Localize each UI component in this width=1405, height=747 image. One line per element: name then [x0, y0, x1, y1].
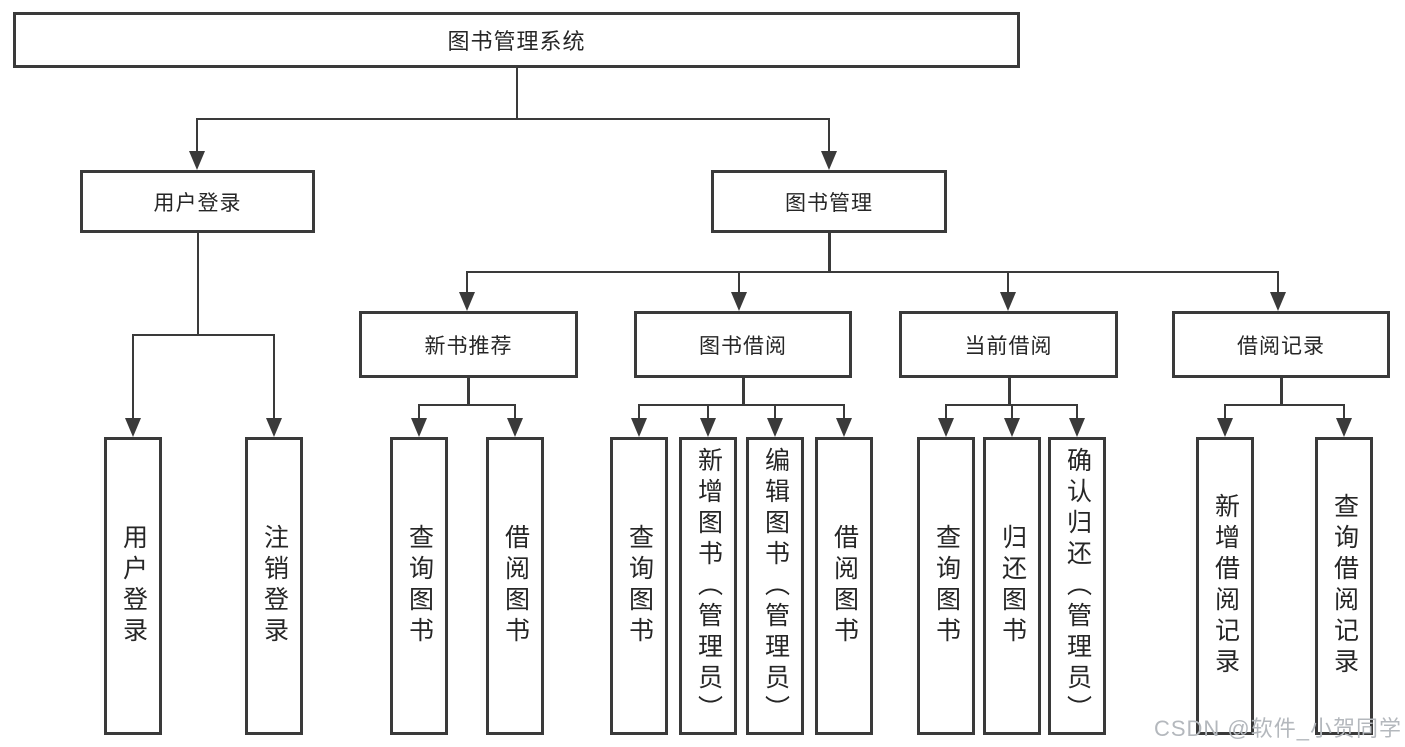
arrow-down-icon — [124, 334, 142, 437]
connector-line — [639, 403, 845, 406]
node-book-borrow: 图书借阅 — [634, 311, 852, 378]
leaf-logout: 注销登录 — [245, 437, 303, 735]
arrow-down-icon — [458, 272, 476, 311]
arrow-down-icon — [699, 404, 717, 437]
leaf-records-add-record-label: 新增借阅记录 — [1211, 493, 1240, 679]
connector-line — [467, 378, 470, 405]
node-root: 图书管理系统 — [13, 12, 1020, 68]
leaf-borrow-add-books-admin: 新增图书（管理员） — [679, 437, 737, 735]
node-root-label: 图书管理系统 — [447, 29, 586, 54]
leaf-newbook-borrow-books: 借阅图书 — [486, 437, 544, 735]
connector-line — [196, 233, 199, 335]
connector-line — [1280, 378, 1283, 405]
arrow-down-icon — [506, 404, 524, 437]
node-user-login: 用户登录 — [80, 170, 315, 233]
arrow-down-icon — [820, 118, 838, 170]
leaf-current-return-books: 归还图书 — [983, 437, 1041, 735]
node-book-management: 图书管理 — [711, 170, 947, 233]
leaf-newbook-query-books: 查询图书 — [390, 437, 448, 735]
leaf-borrow-edit-books-admin-label: 编辑图书（管理员） — [761, 446, 790, 726]
connector-line — [1225, 403, 1345, 406]
arrow-down-icon — [1003, 404, 1021, 437]
arrow-down-icon — [835, 404, 853, 437]
connector-line — [466, 270, 1279, 273]
arrow-down-icon — [188, 118, 206, 170]
arrow-down-icon — [1269, 272, 1287, 311]
node-current-borrow-label: 当前借阅 — [964, 334, 1053, 358]
arrow-down-icon — [265, 334, 283, 437]
connector-line — [828, 233, 831, 272]
node-user-login-label: 用户登录 — [153, 191, 242, 215]
node-book-management-label: 图书管理 — [785, 191, 873, 215]
leaf-borrow-query-books: 查询图书 — [610, 437, 668, 735]
leaf-records-add-record: 新增借阅记录 — [1196, 437, 1254, 735]
connector-line — [419, 403, 516, 406]
leaf-user-login-label: 用户登录 — [119, 524, 148, 648]
arrow-down-icon — [766, 404, 784, 437]
leaf-borrow-query-books-label: 查询图书 — [625, 524, 654, 648]
node-new-book-recommend-label: 新书推荐 — [424, 334, 513, 358]
connector-line — [515, 68, 518, 119]
leaf-borrow-borrow-books-label: 借阅图书 — [830, 524, 859, 648]
leaf-records-query-record-label: 查询借阅记录 — [1330, 493, 1359, 679]
connector-line — [1008, 378, 1011, 405]
connector-line — [742, 378, 745, 405]
arrow-down-icon — [1335, 404, 1353, 437]
arrow-down-icon — [1068, 404, 1086, 437]
node-current-borrow: 当前借阅 — [899, 311, 1118, 378]
arrow-down-icon — [937, 404, 955, 437]
node-borrow-records: 借阅记录 — [1172, 311, 1390, 378]
leaf-records-query-record: 查询借阅记录 — [1315, 437, 1373, 735]
connector-line — [133, 333, 275, 336]
leaf-current-query-books-label: 查询图书 — [932, 524, 961, 648]
node-new-book-recommend: 新书推荐 — [359, 311, 578, 378]
arrow-down-icon — [999, 272, 1017, 311]
leaf-current-confirm-return-admin-label: 确认归还（管理员） — [1063, 446, 1092, 726]
leaf-borrow-edit-books-admin: 编辑图书（管理员） — [746, 437, 804, 735]
leaf-borrow-add-books-admin-label: 新增图书（管理员） — [694, 446, 723, 726]
arrow-down-icon — [630, 404, 648, 437]
leaf-newbook-query-books-label: 查询图书 — [405, 524, 434, 648]
leaf-current-return-books-label: 归还图书 — [998, 524, 1027, 648]
arrow-down-icon — [410, 404, 428, 437]
node-book-borrow-label: 图书借阅 — [699, 334, 787, 358]
leaf-user-login: 用户登录 — [104, 437, 162, 735]
leaf-newbook-borrow-books-label: 借阅图书 — [501, 524, 530, 648]
connector-line — [197, 117, 830, 120]
csdn-watermark: CSDN @软件_小贺同学 — [1153, 716, 1402, 741]
leaf-borrow-borrow-books: 借阅图书 — [815, 437, 873, 735]
leaf-current-query-books: 查询图书 — [917, 437, 975, 735]
node-borrow-records-label: 借阅记录 — [1237, 334, 1325, 358]
leaf-current-confirm-return-admin: 确认归还（管理员） — [1048, 437, 1106, 735]
arrow-down-icon — [1216, 404, 1234, 437]
leaf-logout-label: 注销登录 — [260, 524, 289, 648]
arrow-down-icon — [730, 272, 748, 311]
